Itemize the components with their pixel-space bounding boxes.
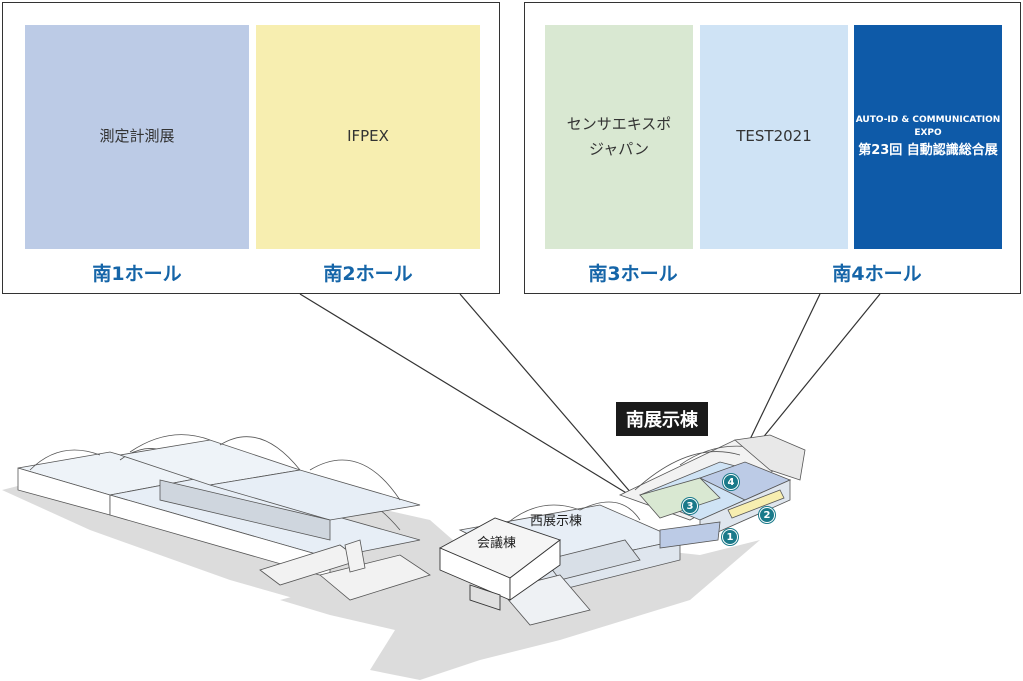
- hall-south-2-exhibit: IFPEX: [347, 127, 389, 146]
- hall-south-4a[interactable]: TEST2021: [700, 25, 848, 249]
- hall-south-1[interactable]: 測定計測展: [25, 25, 249, 249]
- expo-logo-jp: 第23回 自動認識総合展: [858, 142, 998, 158]
- hall-south-2[interactable]: IFPEX: [256, 25, 480, 249]
- hall-south-4-label: 南4ホール: [832, 263, 922, 285]
- hall-south-1-label: 南1ホール: [92, 263, 182, 285]
- hall-south-2-label: 南2ホール: [323, 263, 413, 285]
- expo-logo-en: AUTO-ID & COMMUNICATION EXPO: [855, 115, 1001, 138]
- south-building-label: 南展示棟: [616, 402, 708, 436]
- callout-south-3-4: センサエキスポ ジャパン TEST2021 AUTO-ID & COMMUNIC…: [524, 2, 1021, 294]
- callout-pointers: [299, 293, 881, 495]
- marker-4[interactable]: 4: [723, 474, 739, 490]
- conference-building: [438, 517, 561, 611]
- marker-3[interactable]: 3: [682, 498, 698, 514]
- marker-2[interactable]: 2: [759, 507, 775, 523]
- south-building: [618, 434, 806, 549]
- walkways: [259, 539, 431, 601]
- hall-south-3-label: 南3ホール: [588, 263, 678, 285]
- hall-south-1-exhibit: 測定計測展: [99, 127, 175, 146]
- west-building-label: 西展示棟: [530, 514, 583, 529]
- conference-building-label: 会議棟: [477, 536, 517, 551]
- hall-south-4b[interactable]: AUTO-ID & COMMUNICATION EXPO 第23回 自動認識総合…: [854, 25, 1002, 249]
- east-halls-wireframe: [17, 434, 421, 579]
- expo-logo: AUTO-ID & COMMUNICATION EXPO 第23回 自動認識総合…: [854, 114, 1002, 159]
- hall-south-4a-exhibit: TEST2021: [736, 127, 812, 146]
- callout-south-1-2: 測定計測展 IFPEX 南1ホール 南2ホール: [2, 2, 500, 294]
- hall-south-3[interactable]: センサエキスポ ジャパン: [545, 25, 693, 249]
- hall-south-3-exhibit: センサエキスポ ジャパン: [566, 114, 672, 159]
- marker-1[interactable]: 1: [722, 529, 738, 545]
